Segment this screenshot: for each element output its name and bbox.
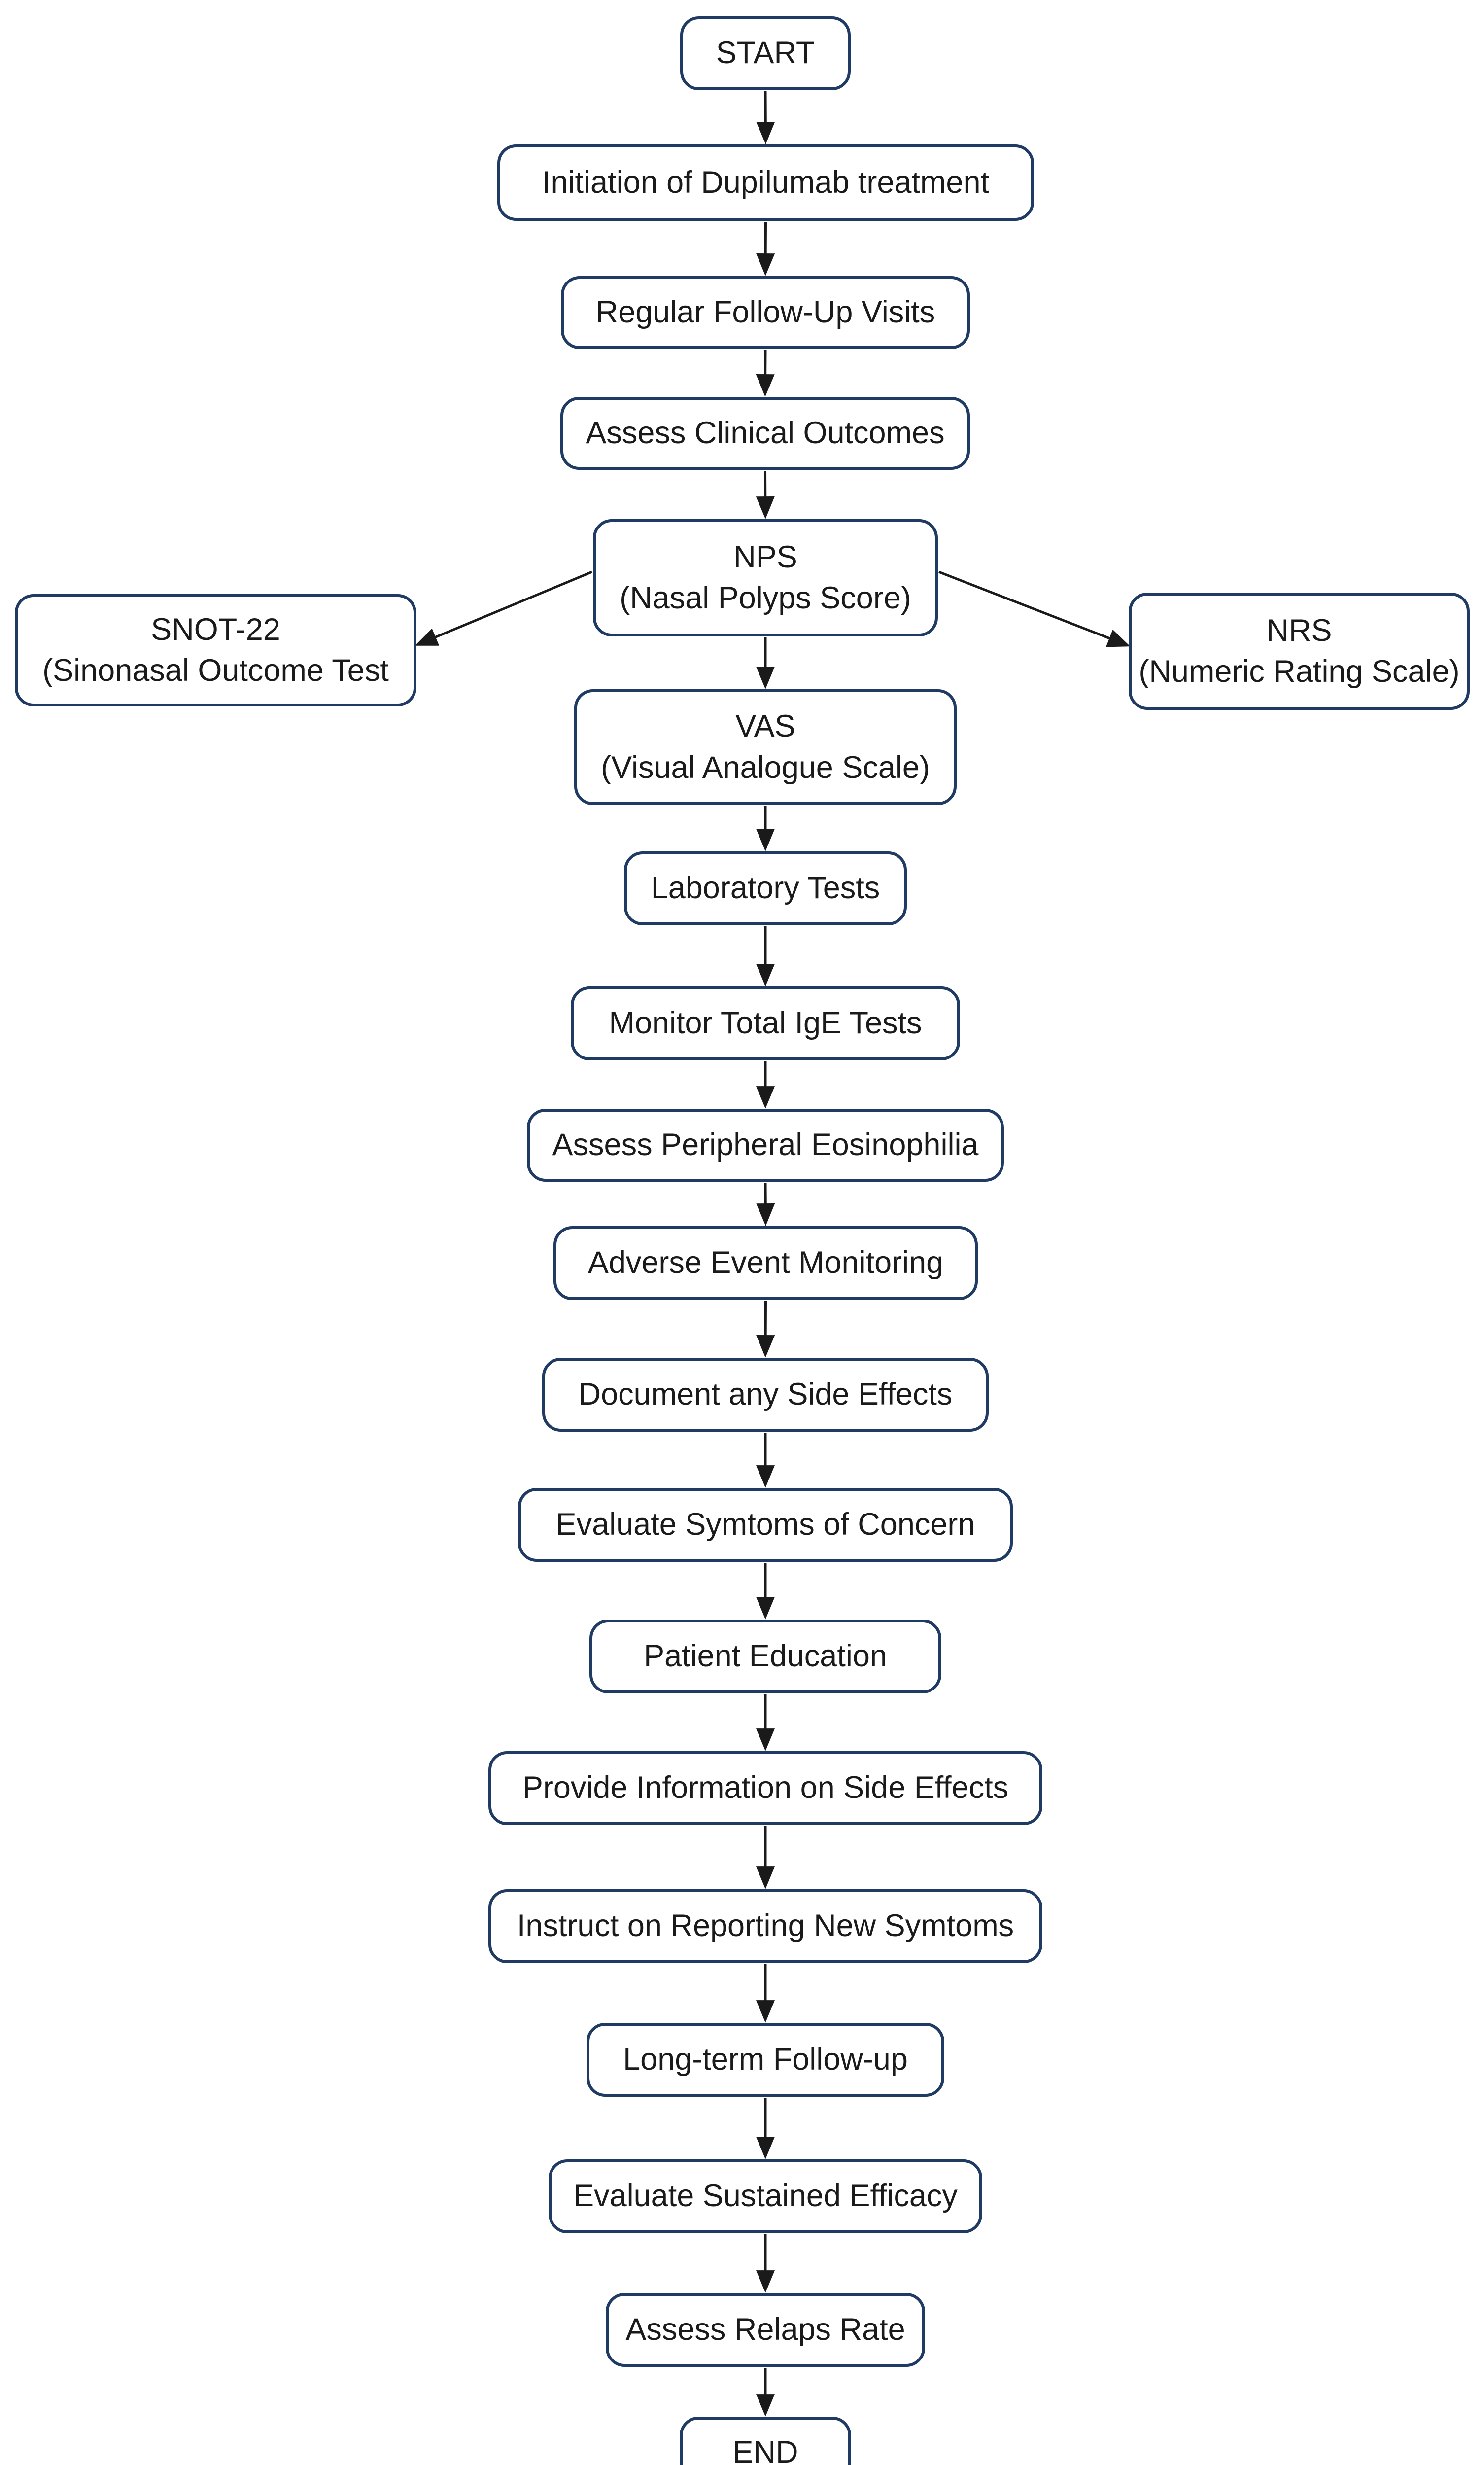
flow-node-label: SNOT-22 — [151, 612, 280, 647]
flow-node-label: Initiation of Dupilumab treatment — [542, 165, 989, 200]
flow-node-label: (Numeric Rating Scale) — [1139, 654, 1460, 689]
flow-node-label: (Visual Analogue Scale) — [601, 750, 930, 785]
flow-node-initiation: Initiation of Dupilumab treatment — [497, 144, 1034, 221]
flow-node-vas: VAS (Visual Analogue Scale) — [574, 689, 957, 805]
flow-node-label: Instruct on Reporting New Symtoms — [517, 1908, 1014, 1943]
flow-node-lab: Laboratory Tests — [624, 851, 907, 925]
flow-node-efficacy: Evaluate Sustained Efficacy — [549, 2159, 982, 2233]
flow-node-relapse: Assess Relaps Rate — [606, 2293, 925, 2367]
flow-node-adverse: Adverse Event Monitoring — [553, 1226, 978, 1300]
flow-node-snot: SNOT-22 (Sinonasal Outcome Test — [15, 594, 416, 706]
flow-edge-adverse-to-document — [756, 1301, 775, 1358]
flow-edge-eosinophilia-to-adverse — [756, 1182, 775, 1226]
flow-node-provide: Provide Information on Side Effects — [488, 1751, 1042, 1825]
flow-node-label: Patient Education — [644, 1639, 887, 1674]
flow-edge-start-to-initiation — [756, 91, 775, 144]
flow-node-label: (Nasal Polyps Score) — [620, 581, 911, 615]
flow-node-outcomes: Assess Clinical Outcomes — [560, 397, 970, 470]
flow-node-label: Evaluate Sustained Efficacy — [573, 2179, 958, 2214]
flow-node-nrs: NRS (Numeric Rating Scale) — [1129, 593, 1470, 710]
flow-node-label: Document any Side Effects — [578, 1377, 953, 1412]
flow-node-longterm: Long-term Follow-up — [587, 2023, 944, 2097]
flow-node-ige: Monitor Total IgE Tests — [571, 986, 960, 1060]
flow-node-nps: NPS (Nasal Polyps Score) — [593, 519, 938, 636]
flow-edge-outcomes-to-nps — [756, 470, 775, 519]
flow-node-label: NRS — [1266, 613, 1332, 648]
flow-node-education: Patient Education — [589, 1620, 941, 1693]
flow-node-instruct: Instruct on Reporting New Symtoms — [488, 1889, 1042, 1963]
flow-node-label: NPS — [733, 539, 797, 574]
flow-node-label: Laboratory Tests — [651, 871, 880, 906]
flow-node-followup: Regular Follow-Up Visits — [561, 276, 970, 349]
flow-node-label: Evaluate Symtoms of Concern — [555, 1507, 975, 1542]
flow-node-document: Document any Side Effects — [542, 1358, 989, 1432]
flow-node-label: Assess Clinical Outcomes — [586, 416, 945, 451]
flow-node-label: VAS — [735, 709, 795, 744]
flow-node-start: START — [680, 16, 851, 90]
flow-node-label: Provide Information on Side Effects — [522, 1770, 1009, 1805]
flow-edge-initiation-to-followup — [756, 221, 775, 276]
flow-node-label: Assess Relaps Rate — [625, 2312, 905, 2347]
flow-edge-nps-to-snot — [414, 570, 592, 646]
flow-node-label: (Sinonasal Outcome Test — [42, 653, 389, 688]
flow-node-label: Monitor Total IgE Tests — [609, 1006, 922, 1041]
flow-node-label: Adverse Event Monitoring — [587, 1245, 944, 1280]
flow-node-label: Assess Peripheral Eosinophilia — [552, 1127, 979, 1162]
flow-node-end: END — [680, 2417, 851, 2465]
flow-node-label: Long-term Follow-up — [623, 2042, 908, 2077]
flow-node-eosinophilia: Assess Peripheral Eosinophilia — [527, 1109, 1004, 1182]
flow-node-label: START — [716, 35, 815, 70]
flow-edge-followup-to-outcomes — [756, 350, 775, 397]
flow-node-label: END — [732, 2435, 798, 2465]
flow-node-label: Regular Follow-Up Visits — [595, 295, 935, 330]
flow-node-symptoms: Evaluate Symtoms of Concern — [518, 1488, 1013, 1562]
flow-edge-nps-to-nrs — [938, 570, 1131, 647]
